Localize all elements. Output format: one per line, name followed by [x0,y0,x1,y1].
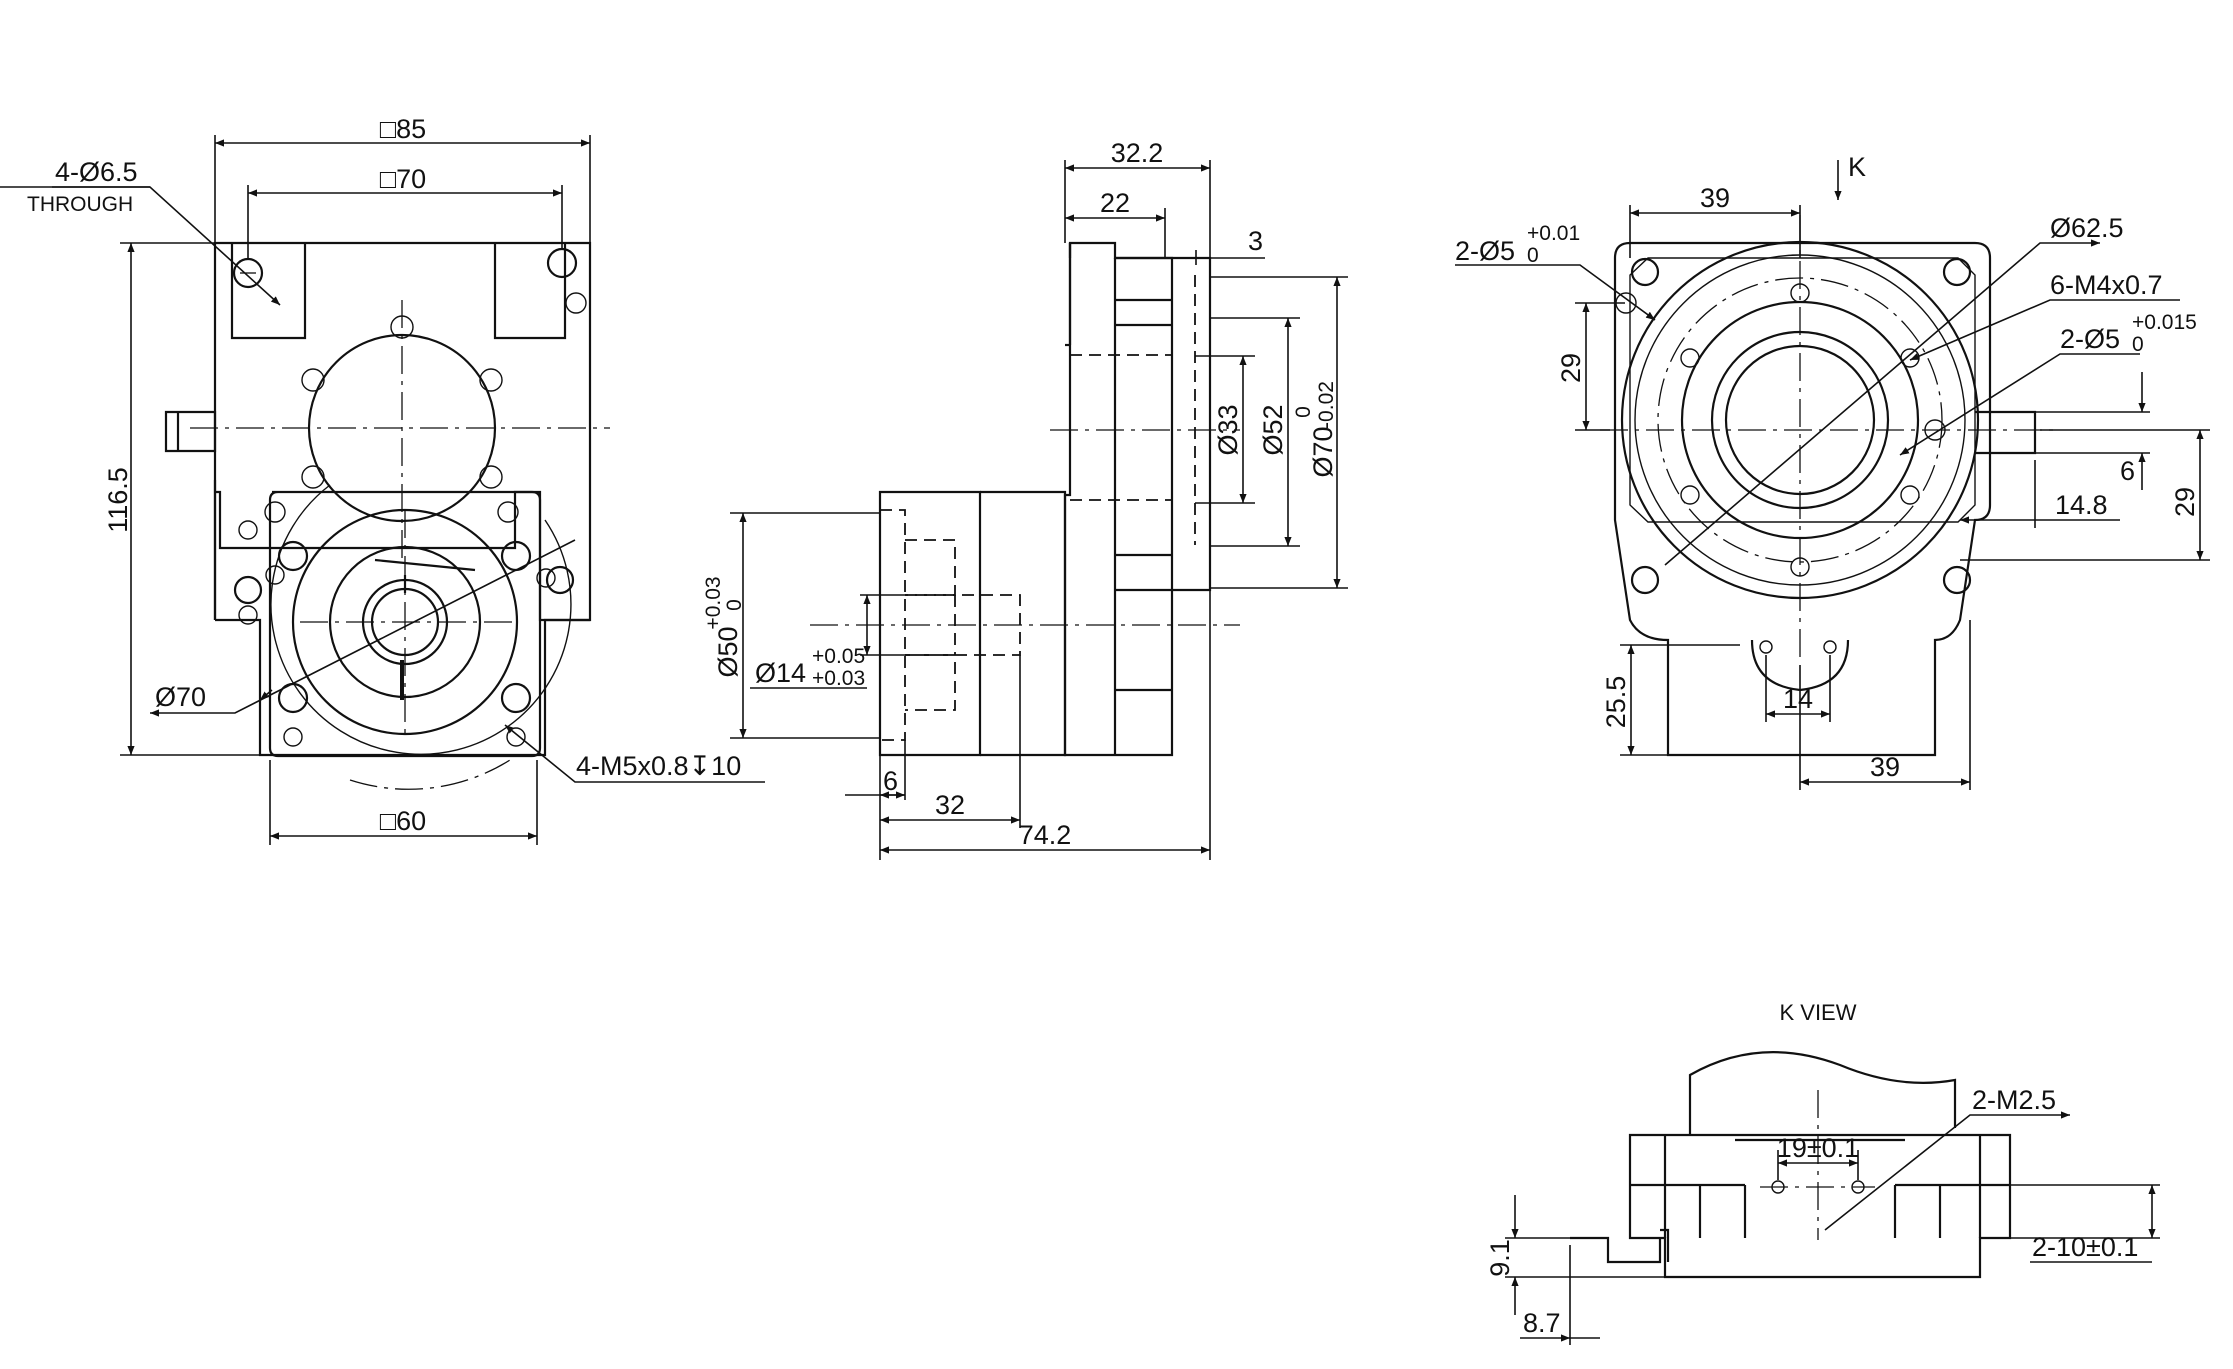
rear-tap-callout: 6-M4x0.7 [2050,270,2163,300]
front-dim-sq60: □60 [380,806,426,836]
side-dim-d50: Ø50 [713,626,743,677]
kview-dim-19: 19±0.1 [1777,1133,1859,1163]
rear-view: K 39 2-Ø5 +0.01 0 Ø62.5 6-M4x0.7 2-Ø5 +0… [1455,152,2210,790]
rear-view-k-arrow: K [1848,152,1866,182]
front-view: □85 □70 4-Ø6.5 THROUGH 116.5 Ø70 4-M5x0.… [0,114,765,845]
side-dim-d14: Ø14 [755,658,806,688]
rear-pin1-tol-up: +0.01 [1527,222,1580,245]
rear-dim-14-8: 14.8 [2055,490,2108,520]
rear-dim-39-bot: 39 [1870,752,1900,782]
side-dim-32: 32 [935,790,965,820]
side-dim-d70: Ø70 [1308,426,1338,477]
kview-dim-2-10: 2-10±0.1 [2032,1232,2138,1262]
side-dim-3: 3 [1248,226,1263,256]
front-tap-callout: 4-M5x0.8↧10 [576,751,741,781]
kview-tap-callout: 2-M2.5 [1972,1085,2056,1115]
front-dim-116-5: 116.5 [103,467,133,533]
side-dim-22: 22 [1100,188,1130,218]
side-view: 32.2 22 3 Ø33 Ø52 Ø70 0 -0.02 Ø50 +0.03 … [702,138,1348,860]
front-hole-through: THROUGH [27,193,133,216]
kview-dim-8-7: 8.7 [1523,1308,1561,1338]
rear-dim-39-top: 39 [1700,183,1730,213]
rear-pin2-tol-up: +0.015 [2132,311,2197,334]
k-view-title: K VIEW [1779,1000,1856,1025]
front-dim-sq70: □70 [380,164,426,194]
rear-dim-29-left: 29 [1556,353,1586,383]
rear-dim-6: 6 [2120,456,2135,486]
side-tol70-lo: -0.02 [1315,381,1338,429]
front-hole-callout: 4-Ø6.5 [55,157,138,187]
side-tol14-lo: +0.03 [812,667,865,690]
side-dim-6: 6 [883,766,898,796]
rear-dim-14: 14 [1783,684,1813,714]
rear-pin2-callout: 2-Ø5 [2060,324,2120,354]
rear-pin2-tol-lo: 0 [2132,333,2144,356]
rear-pin1-callout: 2-Ø5 [1455,236,1515,266]
side-tol50-up: +0.03 [702,576,725,629]
front-dim-d70: Ø70 [155,682,206,712]
front-dim-sq85: □85 [380,114,426,144]
k-view: K VIEW 2-M2.5 19±0.1 9. [1485,1000,2160,1345]
rear-dim-d62-5: Ø62.5 [2050,213,2124,243]
side-dim-74-2: 74.2 [1019,820,1072,850]
side-dim-d52: Ø52 [1258,404,1288,455]
side-tol70-up: 0 [1292,406,1315,418]
side-dim-32-2: 32.2 [1111,138,1164,168]
side-tol14-up: +0.05 [812,645,865,668]
side-dim-d33: Ø33 [1213,404,1243,455]
rear-pin1-tol-lo: 0 [1527,244,1539,267]
rear-dim-25-5: 25.5 [1601,676,1631,729]
kview-dim-9-1: 9.1 [1485,1239,1515,1277]
side-tol50-lo: 0 [723,599,746,611]
rear-dim-29-right: 29 [2170,487,2200,517]
